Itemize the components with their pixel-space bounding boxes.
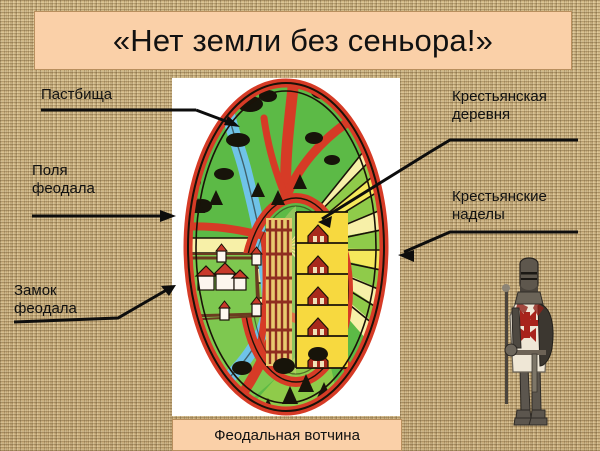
label-pastures: Пастбища bbox=[41, 86, 113, 103]
label-allotments: Крестьянские наделы bbox=[452, 188, 547, 224]
label-castle: Замок феодала bbox=[14, 282, 77, 318]
village-house bbox=[307, 286, 329, 306]
leader-allotments bbox=[403, 230, 578, 254]
leader-village-top bbox=[429, 138, 578, 154]
village-house bbox=[307, 317, 329, 337]
title-plaque: «Нет земли без сеньора!» bbox=[34, 11, 572, 70]
label-lord-fields: Поля феодала bbox=[32, 162, 95, 198]
helmet bbox=[519, 257, 539, 297]
diagram-panel bbox=[172, 78, 400, 416]
cross-emblem bbox=[516, 310, 538, 342]
village-house bbox=[307, 224, 329, 244]
village-house bbox=[307, 255, 329, 275]
label-village: Крестьянская деревня bbox=[452, 88, 547, 124]
knight-figure bbox=[502, 257, 554, 426]
caption-plaque: Феодальная вотчина bbox=[172, 419, 402, 451]
page-title: «Нет земли без сеньора!» bbox=[112, 22, 494, 58]
diagram-caption: Феодальная вотчина bbox=[214, 426, 360, 444]
feudal-manor-map bbox=[183, 78, 389, 416]
plow-strips bbox=[266, 218, 292, 366]
peasant-village bbox=[295, 211, 348, 369]
